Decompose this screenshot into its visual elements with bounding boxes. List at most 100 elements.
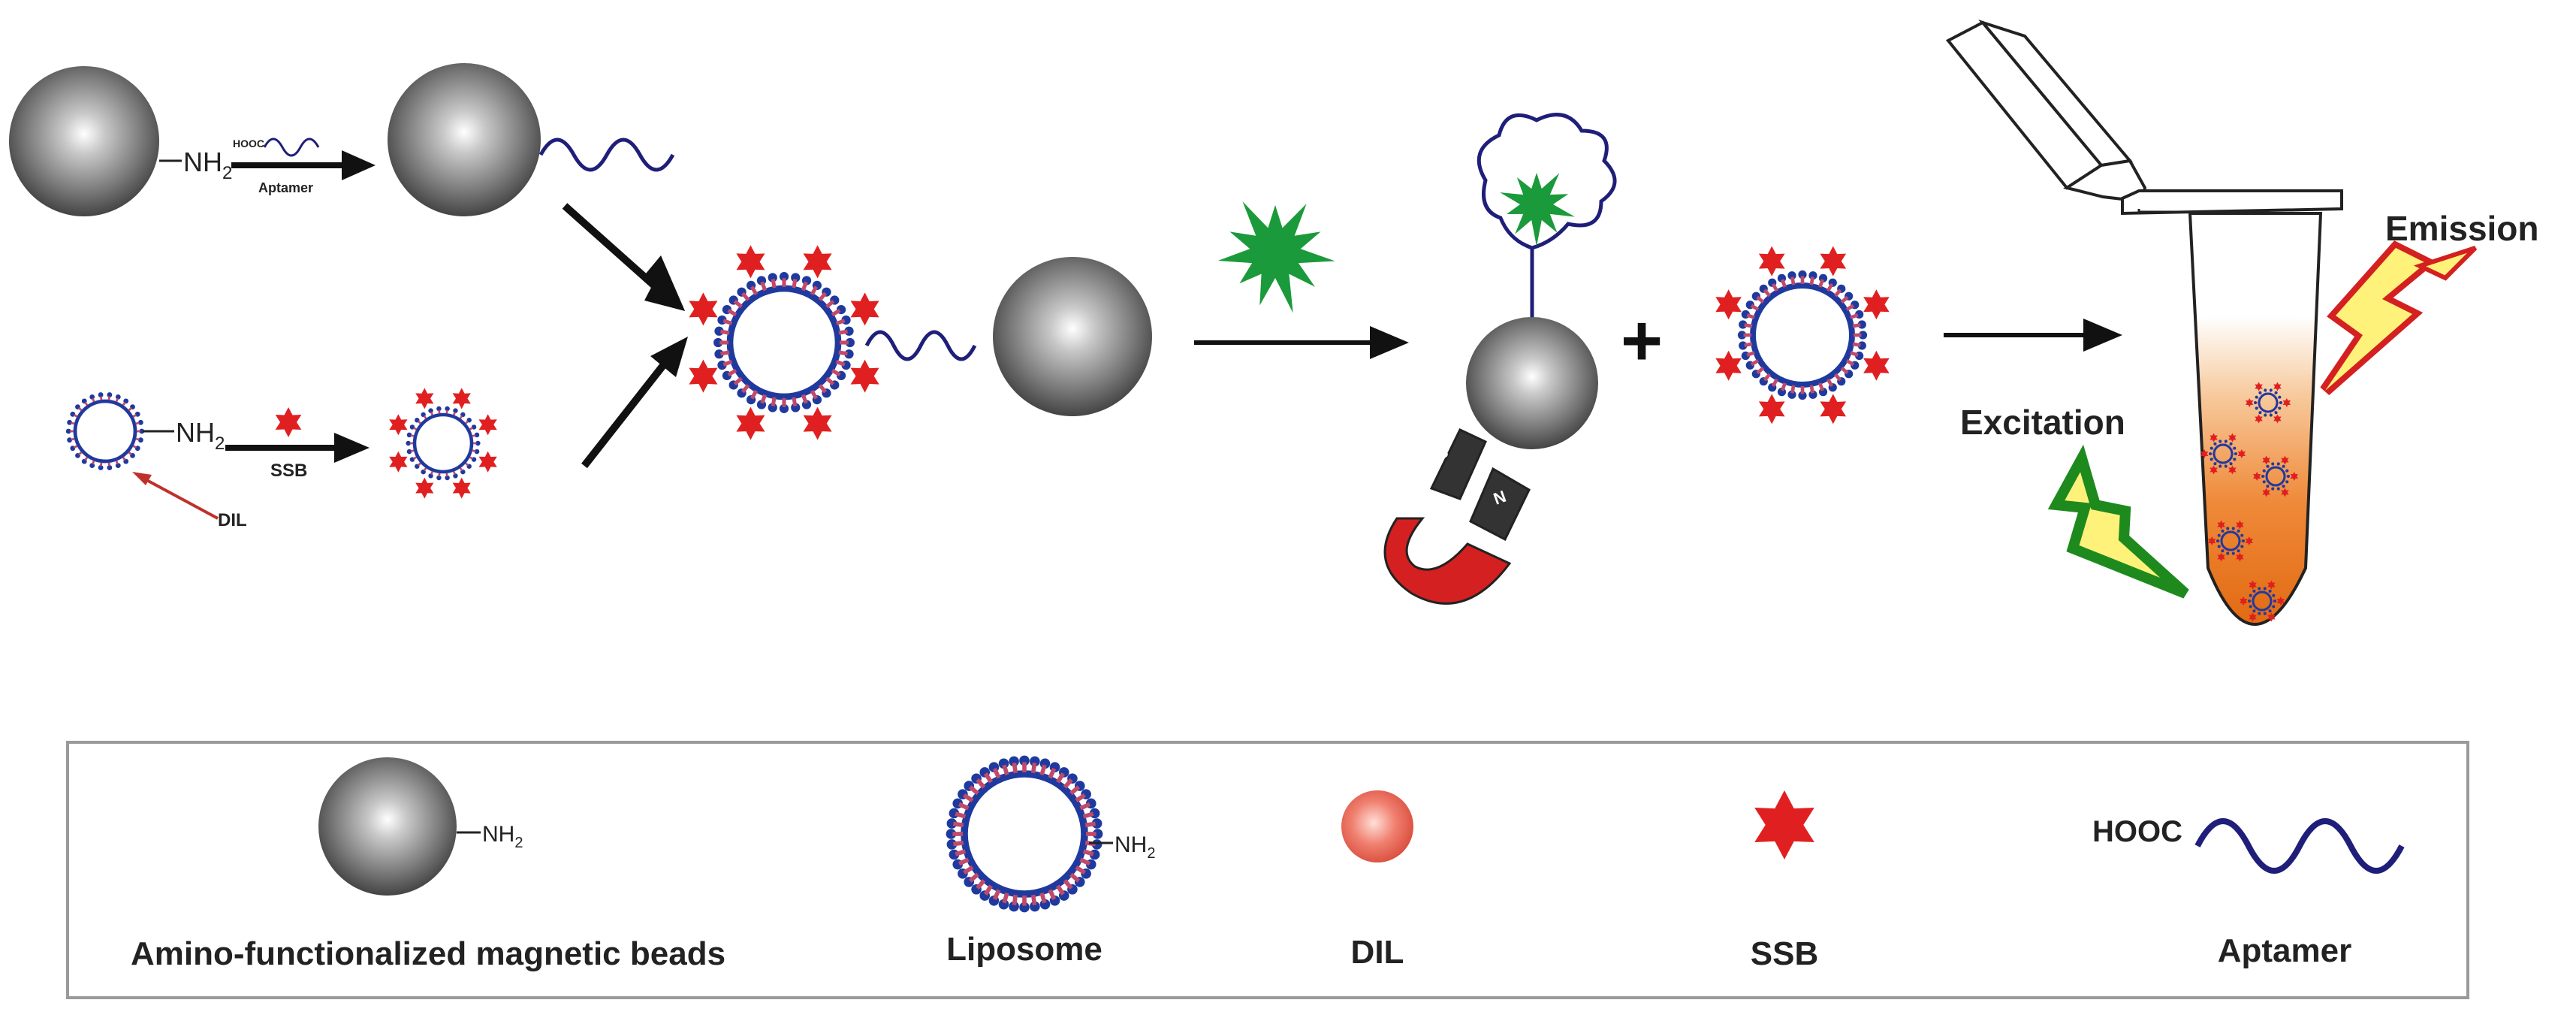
aptamer-small-label: Aptamer: [258, 180, 313, 195]
ssb-star: [1863, 289, 1890, 319]
liposome-start: [66, 392, 144, 470]
legend-label-liposome: Liposome: [946, 931, 1102, 968]
ssb-loading-arrow: SSB: [225, 407, 370, 481]
lipid-head: [2255, 396, 2258, 399]
bound-aptamer-target: [1466, 115, 1615, 449]
ssb-star-small: [276, 407, 302, 437]
ssb-star: [689, 360, 717, 393]
lipid-head: [2263, 470, 2266, 473]
lipid-head: [2230, 443, 2233, 446]
lipid-head: [2282, 485, 2285, 488]
lipid-head: [2277, 488, 2280, 491]
ssb-star: [1759, 394, 1785, 424]
ssb-star: [804, 407, 832, 440]
magnet-icon: S N: [1385, 430, 1529, 603]
ssb-star: [1759, 246, 1785, 276]
target-star-shape: [1218, 201, 1335, 313]
liposome-ssb-loaded: [389, 388, 497, 498]
lipid-head: [2277, 462, 2280, 465]
ssb-star: [1715, 289, 1742, 319]
lipid-head: [2218, 534, 2221, 537]
target-arrow: [1194, 326, 1409, 359]
lipid-head: [2258, 411, 2261, 414]
lipid-head: [2226, 552, 2229, 555]
lipid-head: [2271, 462, 2274, 465]
lipid-head: [2230, 462, 2233, 465]
excitation-label: Excitation: [1960, 403, 2125, 442]
lipid-head: [2254, 401, 2257, 404]
lipid-head: [2264, 612, 2267, 615]
legend-label-ssb: SSB: [1751, 935, 1818, 972]
lipid-head: [2216, 539, 2219, 542]
ssb-star: [1863, 351, 1890, 381]
ssb-star: [1820, 246, 1846, 276]
lipid-head: [2210, 447, 2213, 450]
merge-arrows: [565, 206, 688, 466]
lipid-head: [2242, 539, 2245, 542]
lipid-head: [2249, 605, 2252, 608]
lipid-head: [2269, 590, 2272, 593]
lipid-head: [2278, 396, 2281, 399]
lipid-head: [2275, 411, 2278, 414]
lipid-head: [2232, 552, 2235, 555]
lipid-head: [2249, 594, 2252, 597]
emission-label: Emission: [2385, 209, 2539, 248]
bead-aptamer-conjugate: [388, 63, 673, 216]
legend-label-beads: Amino-functionalized magnetic beads: [131, 935, 725, 972]
nh2-label: NH: [183, 147, 222, 177]
dil-pointer: DIL: [132, 472, 247, 530]
lipid-head: [2287, 475, 2290, 478]
ssb-star: [415, 478, 433, 499]
excitation-bolt-icon: Excitation: [1960, 403, 2185, 594]
lipid-head: [2248, 600, 2251, 603]
ssb-star: [689, 292, 717, 325]
lipid-head: [2213, 462, 2216, 465]
ssb-star: [415, 388, 433, 409]
lipid-head: [2266, 485, 2269, 488]
ssb-star: [1820, 394, 1846, 424]
ssb-star: [804, 245, 832, 278]
svg-text:NH2: NH2: [176, 417, 225, 454]
lipid-head: [2210, 458, 2213, 461]
hooc-small-label: HOOC: [233, 137, 264, 150]
lipid-head: [2237, 530, 2240, 533]
emission-bolt-icon: Emission: [2325, 209, 2539, 391]
lipid-head: [2233, 458, 2236, 461]
lipid-head: [2264, 587, 2267, 590]
ssb-star: [389, 414, 407, 435]
lipid-head: [2225, 465, 2228, 468]
ssb-star: [479, 452, 497, 473]
lipid-head: [2258, 587, 2261, 590]
lipid-head: [2255, 406, 2258, 409]
lipid-head: [2275, 391, 2278, 394]
eppendorf-tube: [1948, 23, 2342, 624]
lipid-head: [2273, 600, 2276, 603]
ssb-star: [389, 452, 407, 473]
lipid-head: [2282, 465, 2285, 468]
lipid-head: [2269, 609, 2272, 612]
plus-sign: +: [1621, 301, 1663, 381]
ssb-star: [851, 360, 879, 393]
lipid-head: [2221, 549, 2224, 552]
lipid-head: [2233, 447, 2236, 450]
svg-text:DIL: DIL: [218, 510, 247, 530]
lipid-head: [2264, 414, 2267, 417]
lipid-head: [2209, 452, 2212, 455]
lipid-head: [2226, 527, 2229, 530]
bead-nh2-start: NH2: [9, 66, 232, 216]
lipid-head: [2225, 440, 2228, 443]
lipid-head: [2258, 612, 2261, 615]
ssb-star: [453, 388, 471, 409]
ssb-star: [736, 407, 765, 440]
svg-text:SSB: SSB: [270, 461, 307, 481]
lipid-head: [2279, 401, 2282, 404]
lipid-head: [2278, 406, 2281, 409]
ssb-star: [851, 292, 879, 325]
lipid-head: [2261, 475, 2264, 478]
lipid-head: [2264, 388, 2267, 391]
lipid-head: [2219, 440, 2222, 443]
lipid-head: [2270, 388, 2273, 391]
lipid-head: [2272, 605, 2275, 608]
lipid-head: [2232, 527, 2235, 530]
